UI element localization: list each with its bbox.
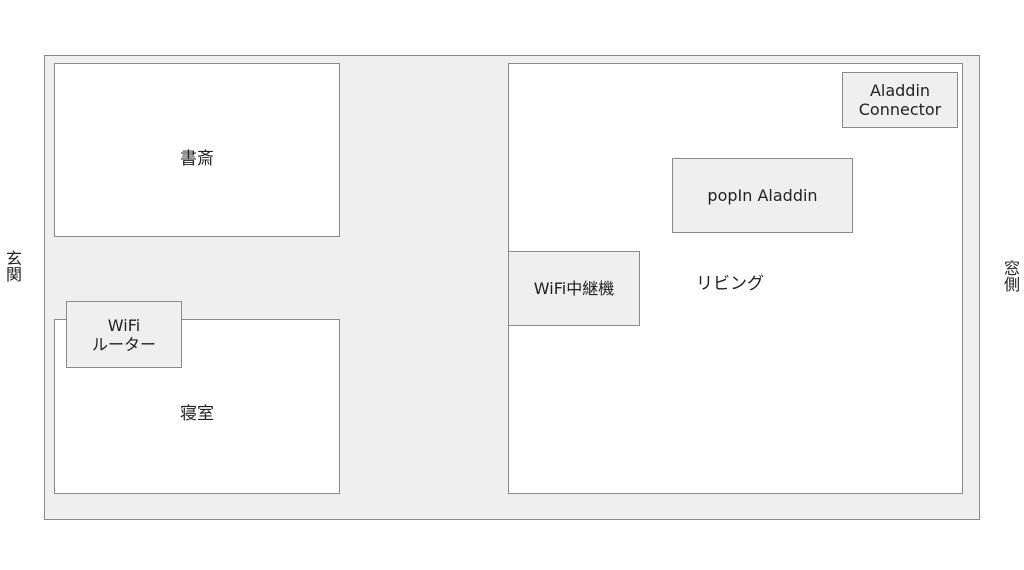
popin-aladdin-label: popIn Aladdin <box>707 186 818 205</box>
study-room: 書斎 <box>54 63 340 237</box>
wifi-repeater-label: WiFi中継機 <box>533 279 615 298</box>
wifi-router-label-line2: ルーター <box>91 334 156 354</box>
aladdin-connector-label-line2: Connector <box>858 100 942 119</box>
wifi-router-label-line1: WiFi <box>107 315 141 335</box>
living-room-label: リビング <box>696 274 764 294</box>
study-room-label: 書斎 <box>180 149 214 169</box>
entrance-label: 玄関 <box>3 250 22 282</box>
wifi-repeater: WiFi中継機 <box>508 251 640 326</box>
wifi-router: WiFi ルーター <box>66 301 182 368</box>
popin-aladdin: popIn Aladdin <box>672 158 853 233</box>
window-side-label: 窓側 <box>1001 260 1020 292</box>
bedroom-room-label: 寝室 <box>180 404 214 424</box>
aladdin-connector: Aladdin Connector <box>842 72 958 128</box>
aladdin-connector-label-line1: Aladdin <box>869 81 931 100</box>
